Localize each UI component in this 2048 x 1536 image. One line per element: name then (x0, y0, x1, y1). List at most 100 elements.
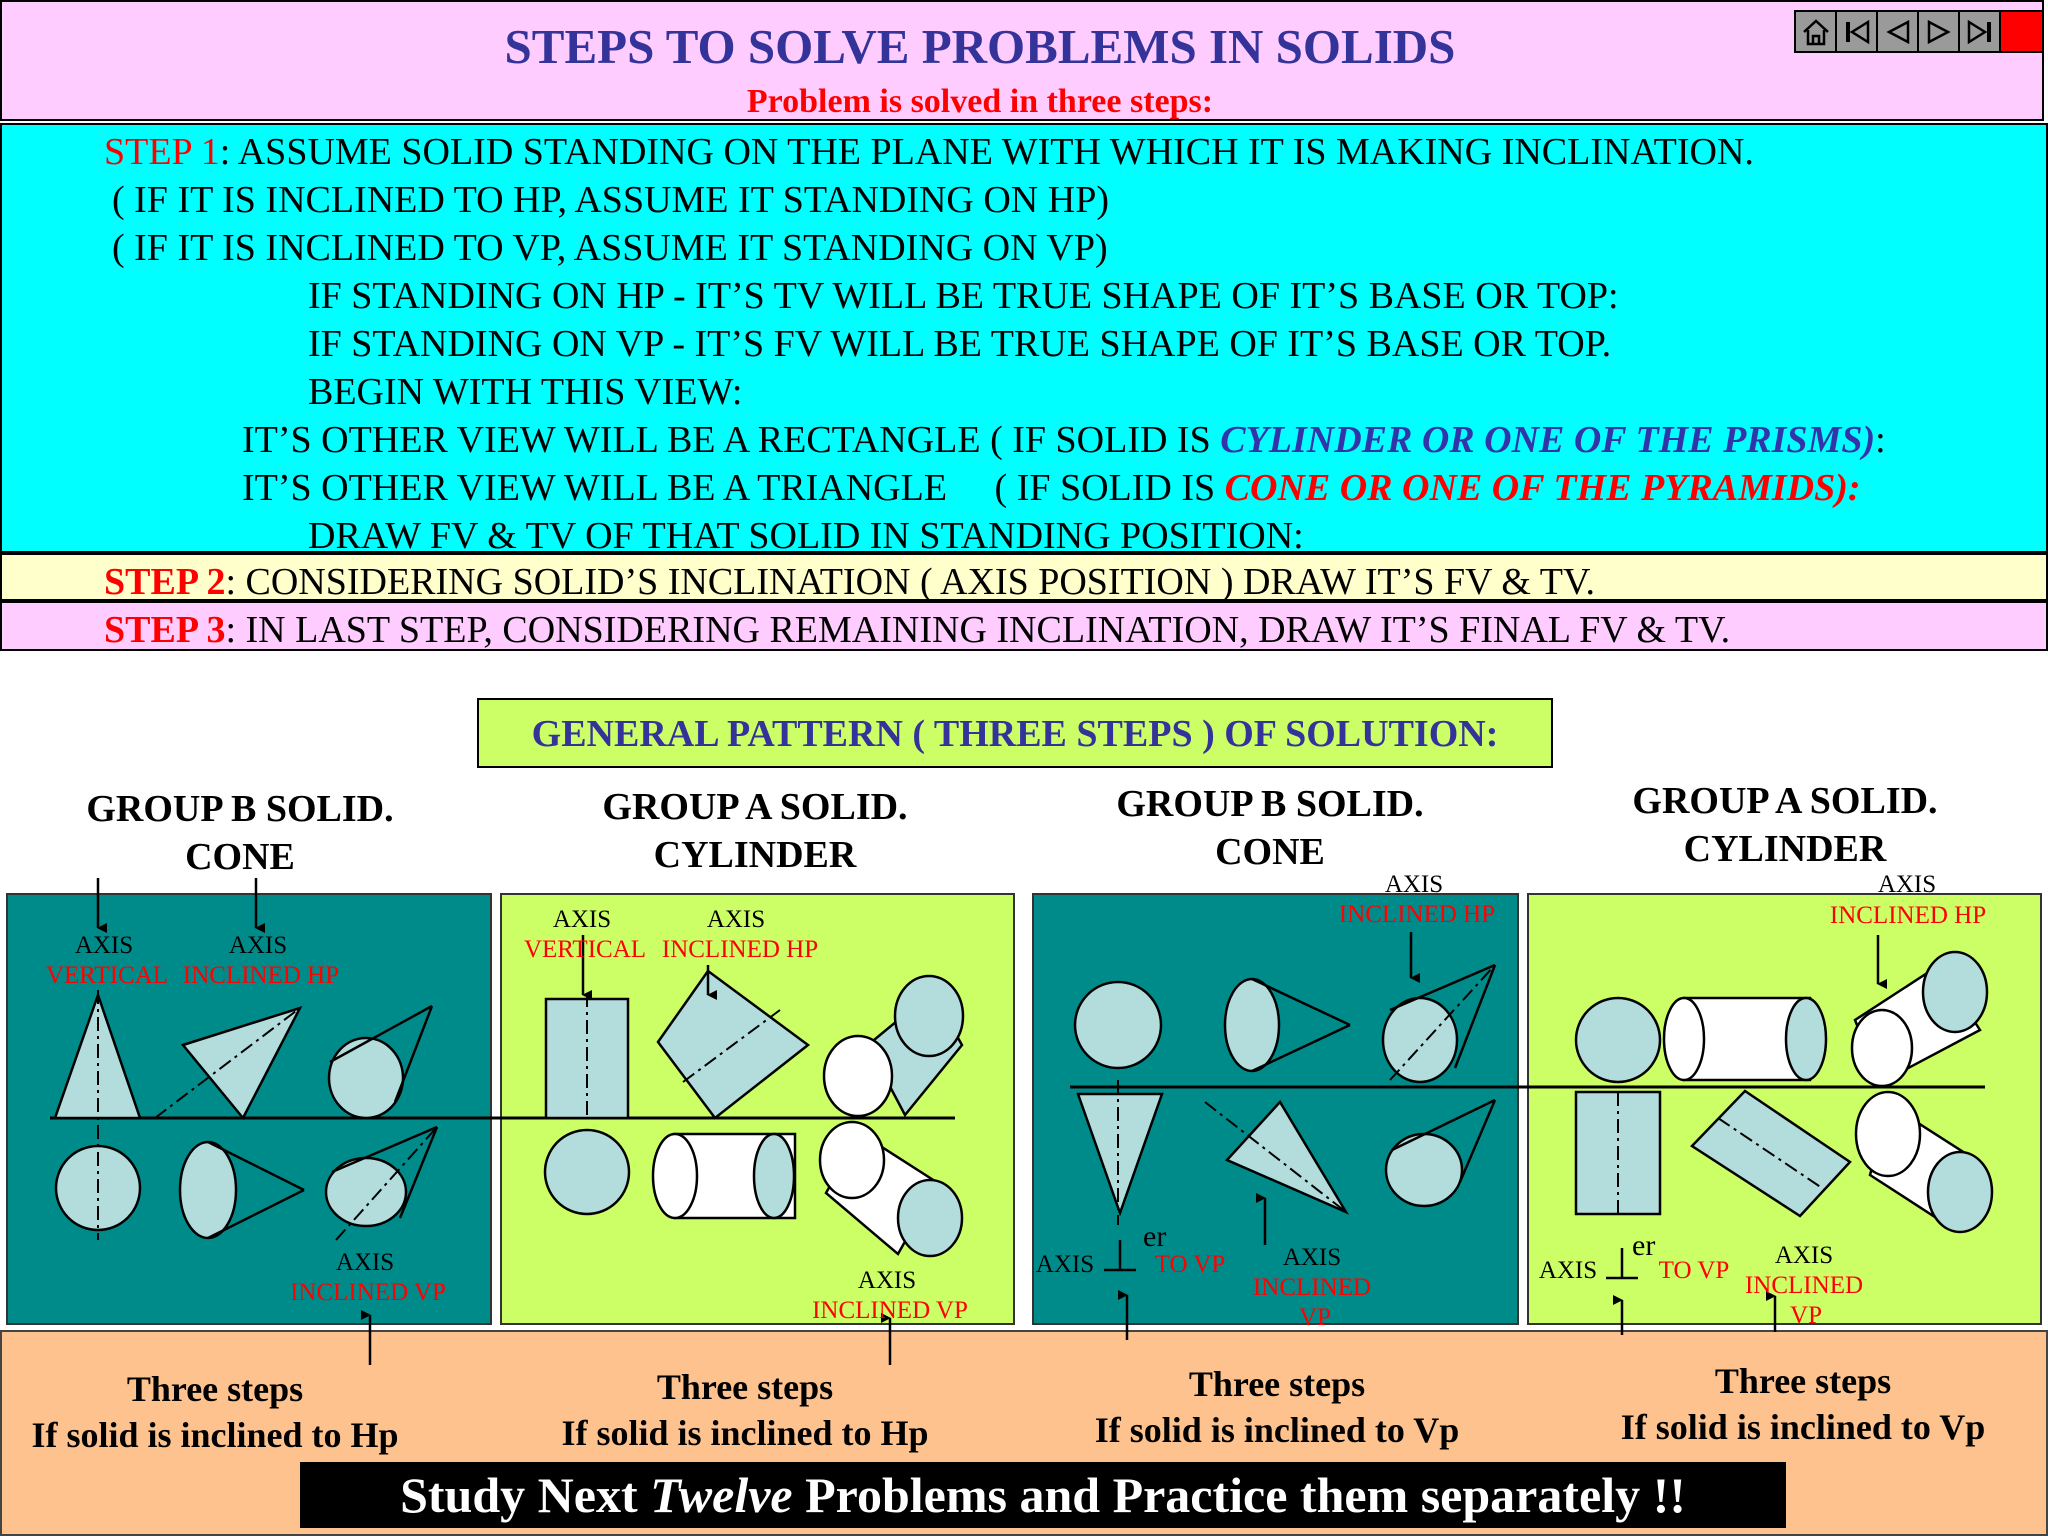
cone-tv-final-base (1381, 996, 1459, 1084)
home-icon (1802, 18, 1829, 45)
caption-1-line2: If solid is inclined to Hp (31, 1415, 399, 1455)
page-title: STEPS TO SOLVE PROBLEMS IN SOLIDS (504, 19, 1456, 74)
general-pattern-heading: GENERAL PATTERN ( THREE STEPS ) OF SOLUT… (531, 713, 1499, 755)
cylinder-tv-final-base-vp (1850, 1008, 1914, 1088)
label-inclined-hp-1: INCLINED HP (183, 962, 339, 989)
step1-text: : ASSUME SOLID STANDING ON THE PLANE WIT… (219, 131, 1754, 173)
group-3-line2: CONE (1215, 831, 1325, 873)
step2-label: STEP 2 (104, 561, 226, 603)
cone-fv-tilted-vp (1224, 1099, 1350, 1215)
label-axis-12: AXIS (1775, 1242, 1833, 1269)
stop-button[interactable] (2001, 12, 2042, 51)
axis-line-3 (335, 1126, 438, 1241)
cone-fv-final-base-vp (1384, 1132, 1464, 1208)
label-axis-9: AXIS (1283, 1244, 1341, 1271)
axis-line-8 (1389, 964, 1496, 1081)
cone-tv-tilted-edge1 (1251, 977, 1351, 1027)
step2-line: STEP 2: CONSIDERING SOLID’S INCLINATION … (104, 560, 1595, 604)
cylinder-fv-final-base (822, 1034, 894, 1118)
footer-emphasis: Twelve (650, 1467, 793, 1523)
caption-3-line1: Three steps (1188, 1364, 1366, 1404)
group-heading-4: GROUP A SOLID. CYLINDER (1585, 777, 1985, 873)
step2-text: : CONSIDERING SOLID’S INCLINATION ( AXIS… (225, 561, 1596, 603)
group-1-line1: GROUP B SOLID. (86, 788, 394, 830)
cylinder-tv-final-top-vp (1921, 950, 1989, 1034)
axis-line-2 (154, 1007, 301, 1119)
step1-line5: IF STANDING ON VP - IT’S FV WILL BE TRUE… (308, 323, 1612, 365)
first-slide-button[interactable] (1837, 12, 1878, 51)
home-button[interactable] (1796, 12, 1837, 51)
cylinder-tv-final-base (896, 1178, 964, 1258)
label-to-vp-4: TO VP (1659, 1257, 1730, 1284)
cone-tv-tilted-base (178, 1140, 238, 1240)
cone-tv-final-edge2 (398, 1126, 439, 1219)
label-axis-10: AXIS (1878, 871, 1936, 898)
step1-line2: ( IF IT IS INCLINED TO HP, ASSUME IT STA… (112, 179, 1109, 221)
label-inclined-hp-4: INCLINED HP (1830, 902, 1986, 929)
step1-line7: IT’S OTHER VIEW WILL BE A RECTANGLE ( IF… (242, 418, 1886, 462)
label-er-4: er (1632, 1229, 1655, 1262)
next-slide-button[interactable] (1919, 12, 1960, 51)
cone-fv-final-edge1-vp (1391, 1098, 1496, 1152)
step1-line6: BEGIN WITH THIS VIEW: (308, 371, 743, 413)
label-axis-7: AXIS (1385, 871, 1443, 898)
cylinder-tv-circle (543, 1128, 631, 1216)
label-vp-4: VP (1790, 1302, 1822, 1329)
page-subtitle: Problem is solved in three steps: (746, 83, 1214, 120)
cylinder-fv-final-base-vp (1926, 1150, 1994, 1234)
step1-box (0, 123, 2048, 553)
footer-pre: Study Next (400, 1467, 651, 1523)
step3-line: STEP 3: IN LAST STEP, CONSIDERING REMAIN… (104, 608, 1730, 652)
step1-line9: DRAW FV & TV OF THAT SOLID IN STANDING P… (308, 515, 1304, 557)
label-axis-5: AXIS (707, 906, 765, 933)
caption-1: Three steps If solid is inclined to Hp (0, 1366, 430, 1458)
cone-fv-final-base (327, 1036, 405, 1120)
group-4-line1: GROUP A SOLID. (1632, 780, 1938, 822)
cylinder-tv-tilted-left-vp (1662, 996, 1706, 1082)
slide-navigation (1794, 10, 2044, 53)
cone-fv-final-edge2-vp (1458, 1099, 1497, 1183)
cylinder-tv-tilted-right-vp (1784, 996, 1828, 1082)
group-2-line2: CYLINDER (653, 834, 857, 876)
group-1-line2: CONE (185, 836, 295, 878)
previous-slide-icon (1885, 19, 1909, 44)
caption-4-line2: If solid is inclined to Vp (1620, 1407, 1986, 1447)
footer-post: Problems and Practice them separately !! (792, 1467, 1686, 1523)
next-slide-icon (1927, 19, 1951, 44)
caption-2-line2: If solid is inclined to Hp (561, 1413, 929, 1453)
label-inclined-vp-2: INCLINED VP (812, 1297, 968, 1324)
cylinder-tv-final-top (818, 1120, 886, 1200)
group-heading-2: GROUP A SOLID.CYLINDER (555, 783, 955, 879)
previous-slide-button[interactable] (1878, 12, 1919, 51)
cone-pyramids-text: CONE OR ONE OF THE PYRAMIDS): (1224, 467, 1861, 509)
cylinder-prisms-text: CYLINDER OR ONE OF THE PRISMS) (1220, 419, 1876, 461)
footer-text: Study Next Twelve Problems and Practice … (300, 1466, 1786, 1524)
axis-line-10 (1717, 1117, 1826, 1191)
cone-tv-final-edge1 (1389, 963, 1496, 1012)
label-vertical-2: VERTICAL (524, 936, 646, 963)
step3-text: : IN LAST STEP, CONSIDERING REMAINING IN… (225, 609, 1731, 651)
general-pattern-box (477, 698, 1553, 768)
last-slide-button[interactable] (1960, 12, 2001, 51)
step1-line7-colon: : (1875, 419, 1886, 461)
label-axis-8: AXIS (1036, 1251, 1094, 1278)
axis-line-7 (1204, 1101, 1347, 1213)
cone-fv-standing-vp (1076, 1092, 1164, 1217)
title-bar (0, 0, 2044, 121)
label-axis-11: AXIS (1539, 1257, 1597, 1284)
label-axis-2: AXIS (229, 932, 287, 959)
group-4-line2: CYLINDER (1683, 828, 1887, 870)
caption-1-line1: Three steps (126, 1369, 304, 1409)
cylinder-tv-tilted-left (651, 1132, 699, 1220)
cone-fv-tilted (180, 1005, 303, 1121)
cone-fv-final-edge2 (393, 1005, 434, 1103)
cylinder-tv-standing-vp (1574, 996, 1662, 1084)
step1-line8: IT’S OTHER VIEW WILL BE A TRIANGLE ( IF … (242, 466, 1861, 510)
cylinder-fv-final-top-vp (1854, 1090, 1922, 1178)
step3-label: STEP 3 (104, 609, 226, 651)
cone-tv-final-edge1 (331, 1125, 438, 1174)
